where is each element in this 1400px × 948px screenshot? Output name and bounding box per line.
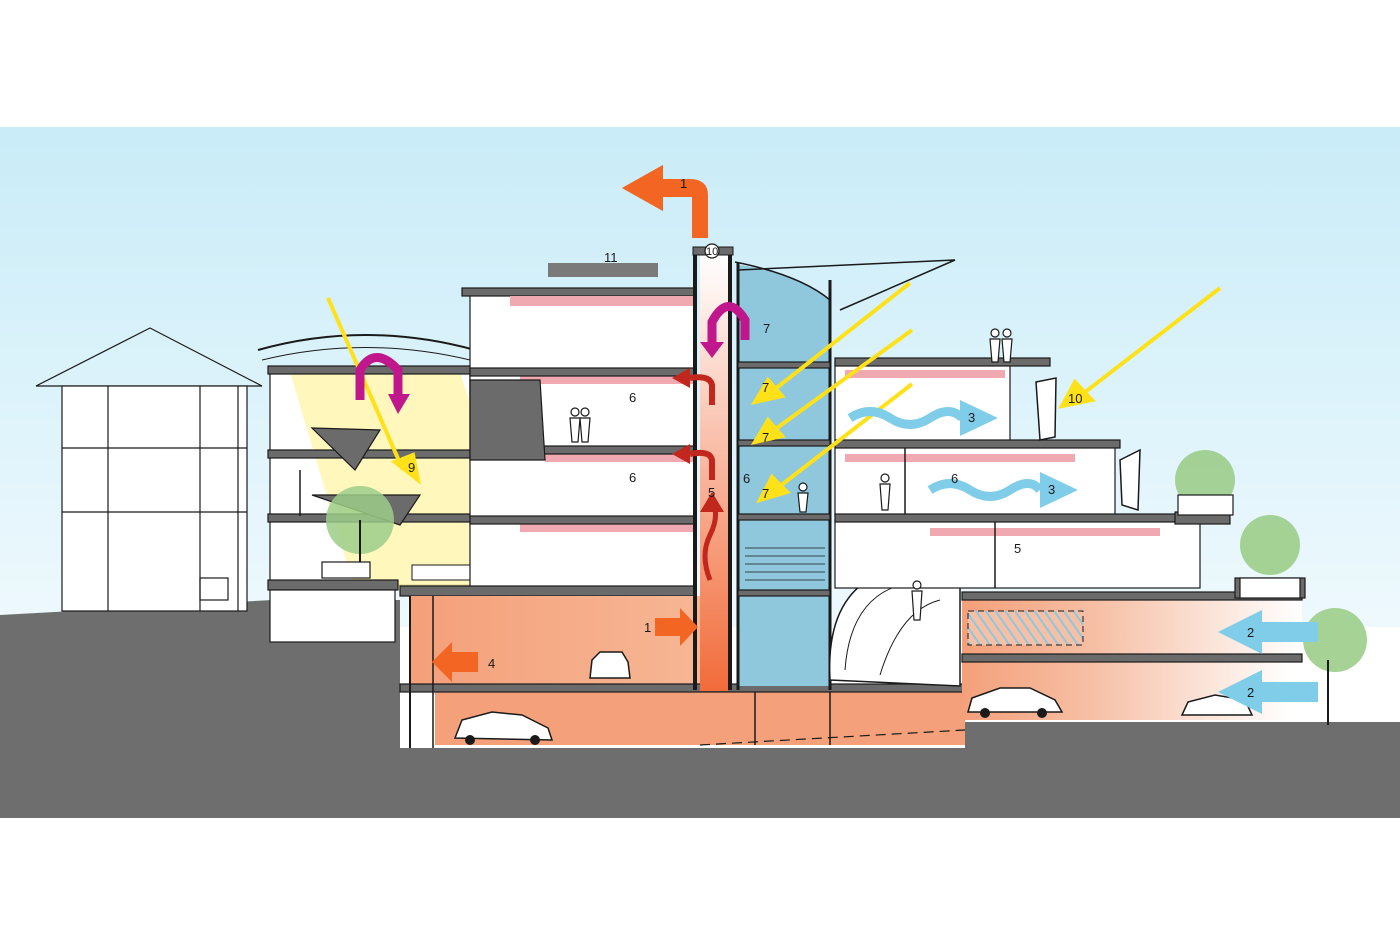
stack-cap (704, 243, 720, 259)
neighbor-building (35, 327, 263, 612)
car-icon (453, 711, 554, 745)
label-atrium-mid: 7 (762, 430, 769, 445)
shading-fins (1035, 377, 1141, 512)
intake-arrows (847, 400, 1318, 714)
label-stack: 5 (708, 485, 715, 500)
label-atrium-low: 7 (762, 486, 769, 501)
people-figures (569, 328, 1013, 621)
main-block (399, 263, 696, 597)
label-intake-upper: 2 (1247, 625, 1254, 640)
car-icon (967, 687, 1064, 718)
stack-flow-arrows (672, 368, 724, 581)
recirculation-arrowheads (388, 342, 724, 414)
label-skylight: 9 (408, 460, 415, 475)
ground (0, 600, 1400, 818)
label-wave-upper: 3 (968, 410, 975, 425)
label-roof-panel: 11 (604, 250, 618, 265)
sunlight-arrows (326, 281, 1222, 504)
exhaust-arrows (432, 164, 708, 682)
label-atrium-upper: 7 (762, 380, 769, 395)
label-atrium-top: 7 (763, 321, 770, 336)
label-parking-exhaust: 4 (488, 656, 495, 671)
label-parking-exhaust-in: 1 (644, 620, 651, 635)
label-intake-lower: 2 (1247, 685, 1254, 700)
parking-levels (399, 596, 966, 748)
label-office-atrium: 6 (743, 471, 750, 486)
label-sun-right: 10 (1068, 391, 1082, 406)
label-floor-lower-right: 5 (1014, 541, 1021, 556)
label-exhaust-top: 1 (680, 176, 687, 191)
label-office-right-upper: 6 (951, 471, 958, 486)
trees-right (1175, 450, 1367, 725)
label-office-upper-left: 6 (629, 390, 636, 405)
roof-solar-panel (548, 263, 658, 277)
label-office-mid-left: 6 (629, 470, 636, 485)
label-wave-lower: 3 (1048, 482, 1055, 497)
recirculation-arrows (355, 302, 750, 400)
car-icon (589, 651, 631, 679)
label-chimney-cap: 10 (706, 246, 718, 258)
